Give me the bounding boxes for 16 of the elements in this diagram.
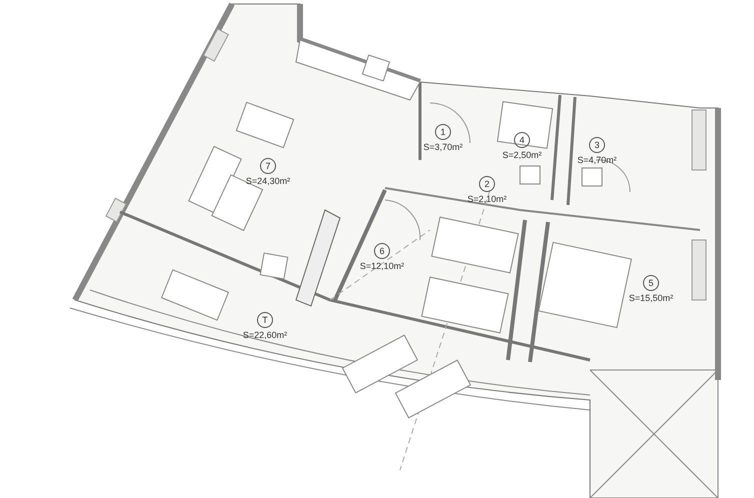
room-number: 2 <box>479 176 495 192</box>
room-area: S=2,50m² <box>502 150 542 160</box>
room-area: S=22,60m² <box>242 330 288 340</box>
room-area: S=4,70m² <box>577 155 617 165</box>
room-number: 4 <box>514 132 530 148</box>
room-area: S=24,30m² <box>246 176 290 186</box>
room-area: S=3,70m² <box>423 142 463 152</box>
room-number: 5 <box>643 275 659 291</box>
room-number: 1 <box>435 124 451 140</box>
room-number: T <box>257 312 273 328</box>
room-number: 7 <box>260 158 276 174</box>
room-number: 6 <box>374 243 390 259</box>
room-area: S=15,50m² <box>628 293 674 303</box>
room-area: S=2,10m² <box>467 194 507 204</box>
room-area: S=12,10m² <box>360 261 404 271</box>
room-number: 3 <box>589 137 605 153</box>
